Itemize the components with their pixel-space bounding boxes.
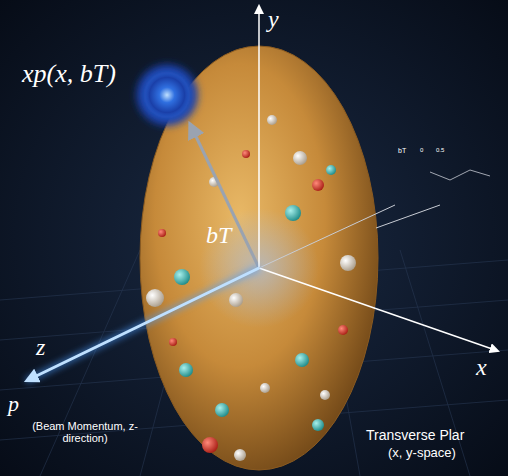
inset-label: bT: [398, 147, 406, 155]
vector-label: bT: [206, 222, 231, 248]
distribution-label: xp(x, bT): [22, 60, 116, 89]
inset-tick: 0: [420, 147, 423, 154]
momentum-label: p: [8, 392, 19, 416]
inset-tick: 0.5: [436, 147, 444, 154]
axis-note: (Beam Momentum, z-direction): [10, 420, 160, 444]
axis-label: y: [268, 6, 279, 32]
plane-label: Transverse Plar: [366, 428, 464, 443]
axis-label: x: [476, 354, 487, 380]
plane-label: (x, y-space): [388, 446, 456, 460]
axis-label: z: [36, 334, 45, 360]
